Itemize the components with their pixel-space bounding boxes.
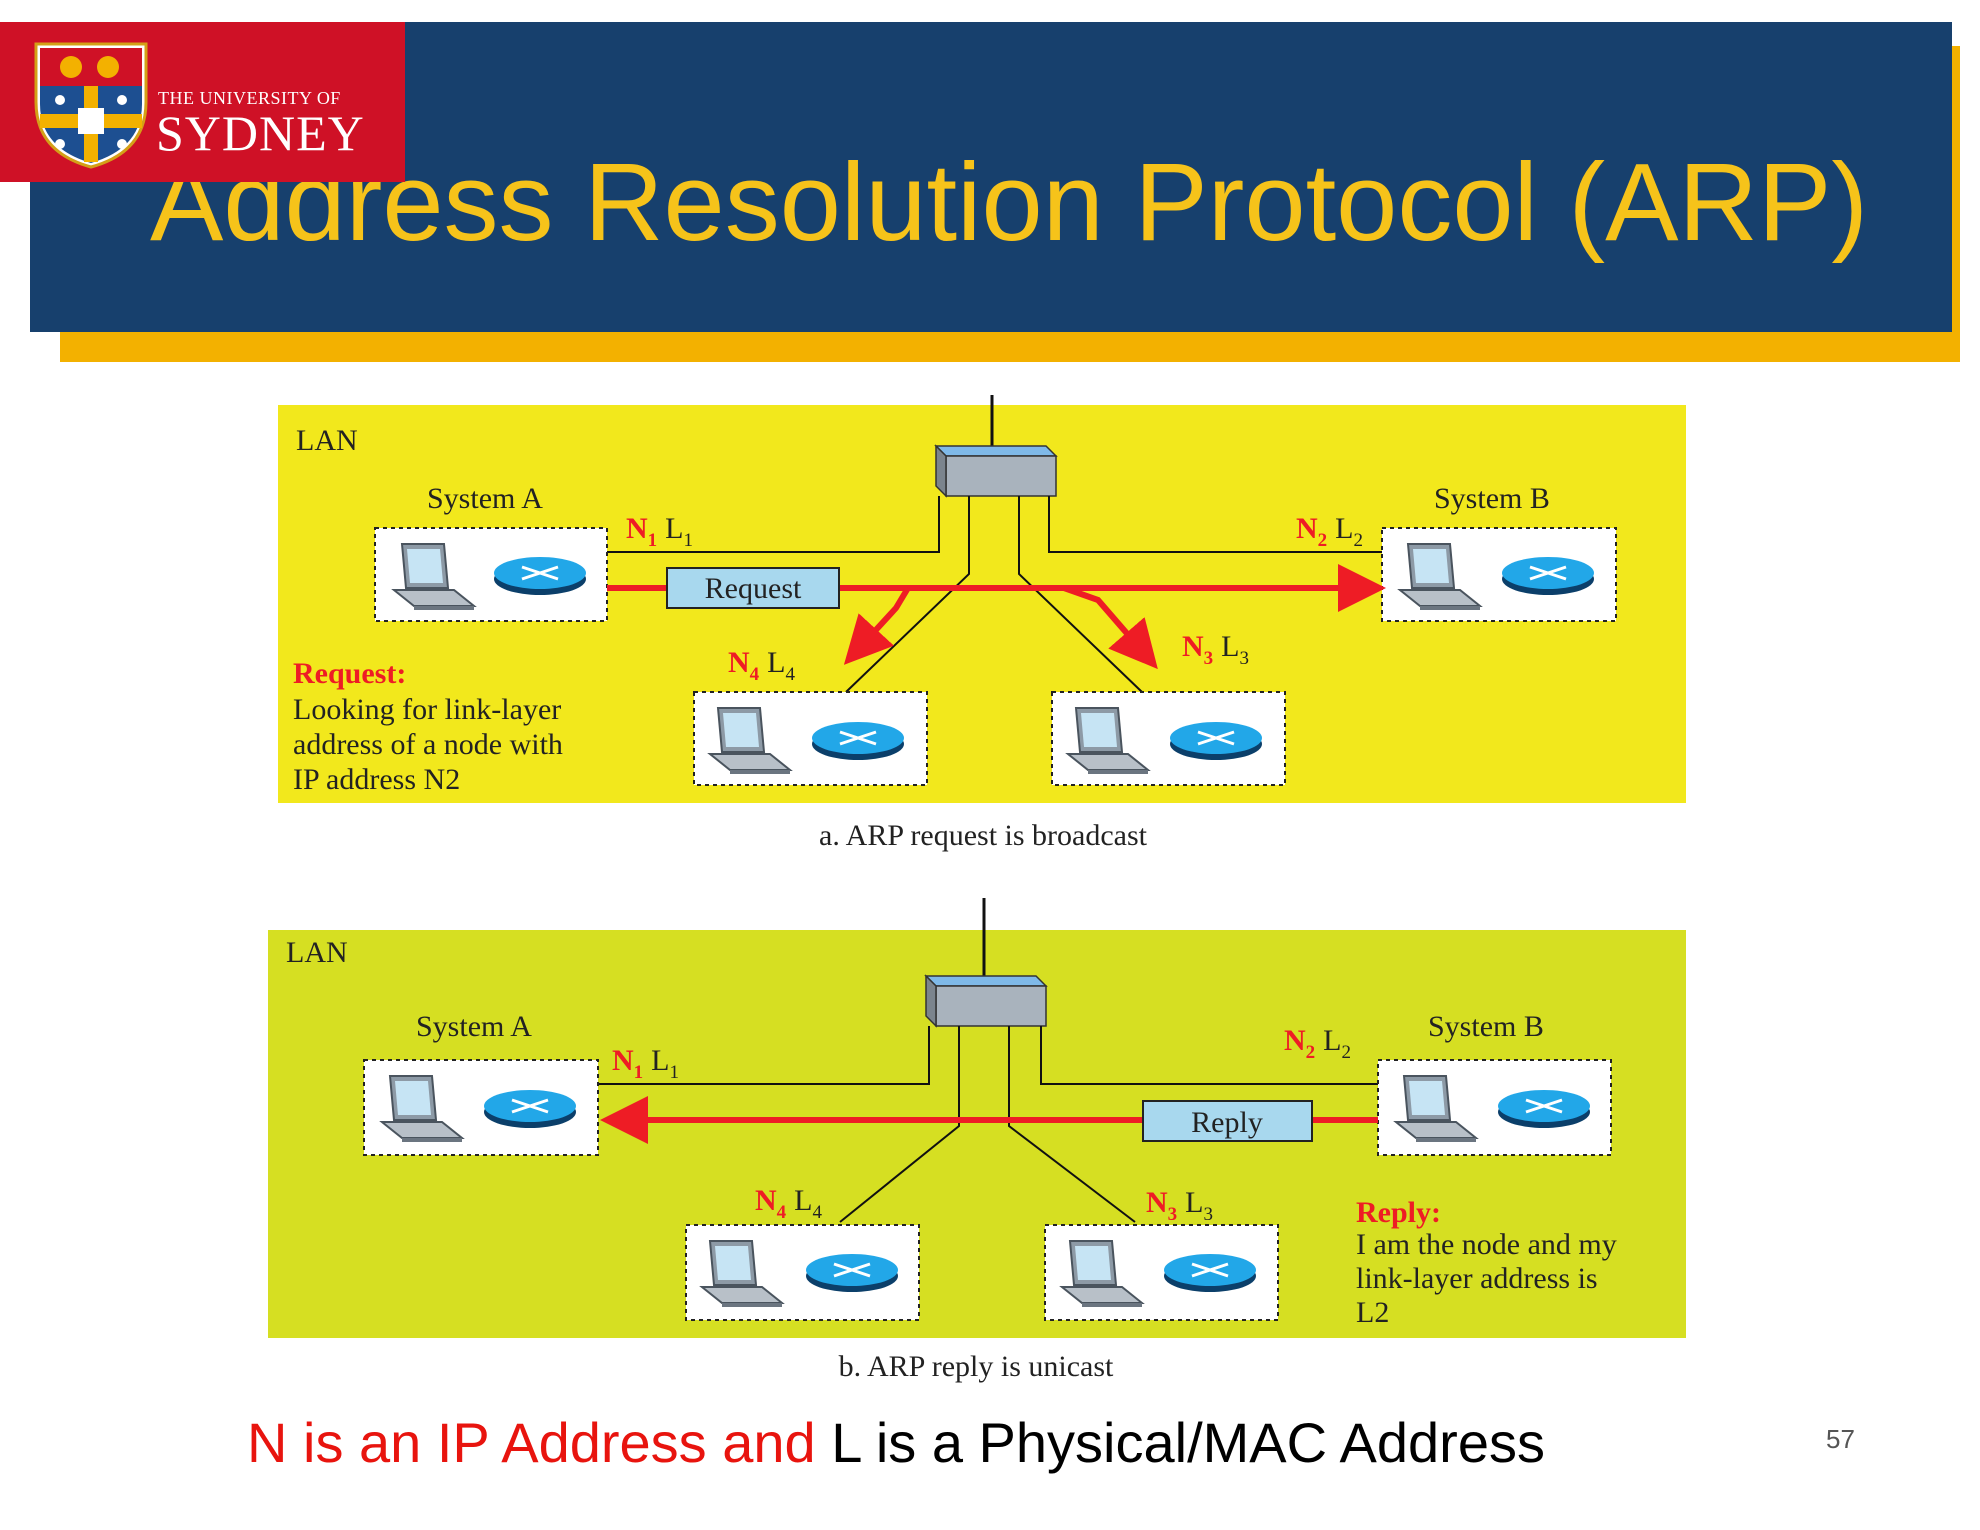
reply-packet: [1142, 1100, 1313, 1142]
nic-icon: [1162, 1252, 1258, 1294]
nic-icon: [810, 720, 906, 762]
request-note-line: IP address N2: [293, 763, 460, 796]
slide-title: Address Resolution Protocol (ARP): [150, 141, 1868, 264]
nic-icon: [1496, 1088, 1592, 1130]
broadcast-arrow-to-n4: [843, 586, 911, 665]
hub-icon: [935, 445, 1057, 497]
request-packet: [666, 567, 840, 609]
system-b-label-a: System B: [1434, 482, 1550, 515]
logo-text-small: THE UNIVERSITY OF: [158, 88, 341, 108]
broadcast-arrow-to-n3: [1063, 585, 1158, 670]
footer-part-l: L: [831, 1411, 861, 1474]
request-note-title: Request:: [293, 657, 406, 690]
request-note-line: address of a node with: [293, 728, 563, 761]
nic-icon: [1500, 555, 1596, 597]
crest-icon: [34, 42, 148, 169]
footer-part-mac: is a Physical/MAC Address: [860, 1411, 1545, 1474]
nic-icon: [482, 1088, 578, 1130]
university-logo: THE UNIVERSITY OF SYDNEY: [0, 22, 405, 182]
reply-packet-label: Reply: [1191, 1106, 1263, 1139]
page-number: 57: [1826, 1424, 1855, 1454]
reply-note-title: Reply:: [1356, 1196, 1441, 1229]
system-b-label-b: System B: [1428, 1010, 1544, 1043]
system-a-label-b: System A: [416, 1010, 532, 1043]
request-packet-label: Request: [705, 572, 802, 605]
reply-note-line: link-layer address is: [1356, 1262, 1598, 1295]
caption-a: a. ARP request is broadcast: [819, 819, 1148, 852]
footer-part-ip: N is an IP Address and: [247, 1411, 832, 1474]
nic-icon: [1168, 720, 1264, 762]
logo-text-big: SYDNEY: [156, 105, 365, 161]
request-note-line: Looking for link-layer: [293, 693, 561, 726]
footer-note: N is an IP Address and L is a Physical/M…: [247, 1410, 1545, 1475]
hub-icon: [925, 975, 1047, 1027]
nic-icon: [492, 555, 588, 597]
nic-icon: [804, 1252, 900, 1294]
caption-b: b. ARP reply is unicast: [839, 1350, 1114, 1383]
lan-label-b: LAN: [286, 936, 348, 969]
system-a-label-a: System A: [427, 482, 543, 515]
reply-note-line: L2: [1356, 1296, 1389, 1329]
reply-note-line: I am the node and my: [1356, 1228, 1617, 1261]
lan-label-a: LAN: [296, 424, 358, 457]
